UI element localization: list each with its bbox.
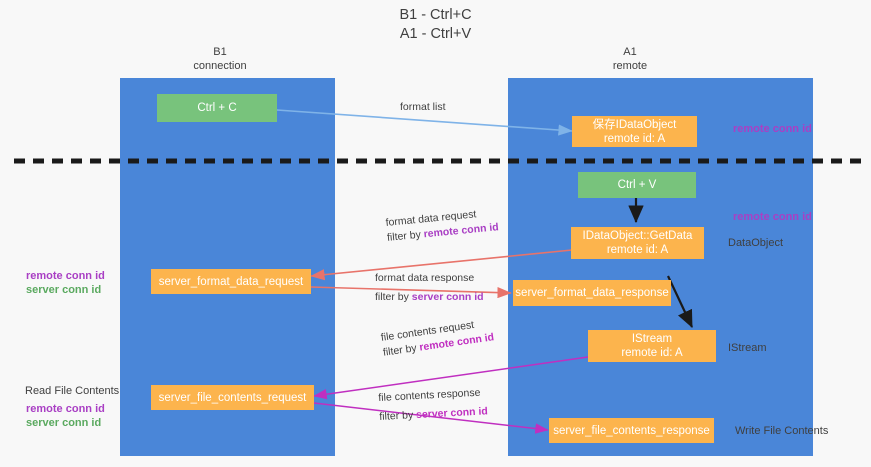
node-idataobject-getdata[interactable]: IDataObject::GetData remote id: A — [571, 227, 704, 259]
filter-prefix-3: filter by — [382, 341, 421, 359]
swimlane-header-b1-name: B1 — [213, 46, 227, 58]
annotation-remote-conn-id-bottom-left: remote conn id — [26, 402, 105, 416]
filter-prefix-2: filter by — [375, 291, 412, 303]
annotation-server-conn-id-mid-left: server conn id — [26, 283, 105, 297]
annotation-server-conn-id-mid-left-text: server conn id — [26, 284, 102, 296]
edge-label-format-data-request: format data request filter by remote con… — [385, 205, 499, 246]
annotation-server-conn-id-bottom-left: server conn id — [26, 416, 105, 430]
node-istream-line1: IStream — [631, 333, 673, 345]
node-save-idataobject-line2: remote id: A — [603, 132, 666, 145]
node-ctrl-c[interactable]: Ctrl + C — [157, 94, 277, 122]
node-ctrl-v[interactable]: Ctrl + V — [578, 172, 696, 198]
annotation-istream: IStream — [728, 341, 767, 355]
annotation-dataobject-text: DataObject — [728, 237, 784, 249]
edge-label-format-list: format list — [400, 100, 446, 115]
node-server-format-data-request[interactable]: server_format_data_request — [151, 269, 311, 294]
edge-label-file-contents-response-filter: filter by server conn id — [379, 404, 488, 425]
node-getdata-line2: remote id: A — [606, 244, 669, 256]
node-istream-line2: remote id: A — [621, 347, 683, 359]
node-server-file-contents-request[interactable]: server_file_contents_request — [151, 385, 314, 410]
edge-label-format-list-text: format list — [400, 101, 446, 113]
annotation-remote-conn-id-mid-left: remote conn id — [26, 269, 105, 283]
edge-label-file-contents-response: file contents response filter by server … — [378, 385, 488, 425]
node-ctrl-c-label: Ctrl + C — [197, 102, 237, 114]
filter-prefix-1: filter by — [386, 228, 425, 244]
annotation-write-file-contents: Write File Contents — [735, 424, 828, 438]
edge-label-format-data-response: format data response filter by server co… — [375, 271, 484, 305]
node-istream[interactable]: IStream remote id: A — [588, 330, 716, 362]
edge-label-file-contents-request: file contents request filter by remote c… — [380, 315, 495, 360]
annotation-remote-conn-id-top-right: remote conn id — [733, 122, 812, 136]
filter-key-server-conn-id-1: server conn id — [411, 291, 484, 303]
node-server-format-data-response-label: server_format_data_response — [515, 287, 669, 299]
page-title-line1: B1 - Ctrl+C — [399, 7, 472, 23]
node-server-format-data-response[interactable]: server_format_data_response — [513, 280, 671, 306]
annotation-istream-text: IStream — [728, 342, 767, 354]
edge-label-format-data-response-text: format data response — [375, 272, 475, 284]
swimlane-header-b1: B1 connection — [150, 45, 290, 73]
filter-prefix-4: filter by — [379, 409, 417, 423]
annotation-write-file-contents-text: Write File Contents — [735, 425, 829, 437]
annotation-conn-ids-mid-left: remote conn id server conn id — [26, 269, 105, 297]
node-ctrl-v-label: Ctrl + V — [617, 179, 657, 191]
swimlane-header-a1-sub: remote — [612, 60, 648, 72]
filter-key-server-conn-id-2: server conn id — [415, 405, 489, 422]
node-server-format-data-request-label: server_format_data_request — [158, 275, 304, 288]
annotation-read-file-contents: Read File Contents — [25, 384, 119, 398]
annotation-server-conn-id-bottom-left-text: server conn id — [26, 417, 102, 429]
annotation-remote-conn-id-mid-right: remote conn id — [733, 210, 812, 224]
node-server-file-contents-response-label: server_file_contents_response — [553, 424, 710, 437]
node-save-idataobject-line1: 保存IDataObject — [592, 118, 677, 131]
node-save-idataobject[interactable]: 保存IDataObject remote id: A — [572, 116, 697, 147]
node-server-file-contents-response[interactable]: server_file_contents_response — [549, 418, 714, 443]
swimlane-header-a1: A1 remote — [560, 45, 700, 73]
annotation-remote-conn-id-mid-right-text: remote conn id — [733, 211, 812, 223]
annotation-read-file-contents-text: Read File Contents — [25, 385, 120, 397]
annotation-conn-ids-bottom-left: remote conn id server conn id — [26, 402, 105, 430]
edge-label-file-contents-response-text: file contents response — [378, 386, 481, 404]
swimlane-header-a1-name: A1 — [623, 46, 637, 58]
annotation-remote-conn-id-top-right-text: remote conn id — [733, 123, 812, 135]
page-title-line2: A1 - Ctrl+V — [399, 26, 472, 42]
edge-label-format-data-response-filter: filter by server conn id — [375, 290, 484, 305]
node-getdata-line1: IDataObject::GetData — [582, 230, 693, 242]
annotation-remote-conn-id-mid-left-text: remote conn id — [26, 270, 105, 282]
swimlane-header-b1-sub: connection — [193, 60, 247, 72]
page-title: B1 - Ctrl+C A1 - Ctrl+V — [0, 6, 871, 44]
node-server-file-contents-request-label: server_file_contents_request — [158, 391, 307, 404]
annotation-remote-conn-id-bottom-left-text: remote conn id — [26, 403, 105, 415]
annotation-dataobject: DataObject — [728, 236, 783, 250]
